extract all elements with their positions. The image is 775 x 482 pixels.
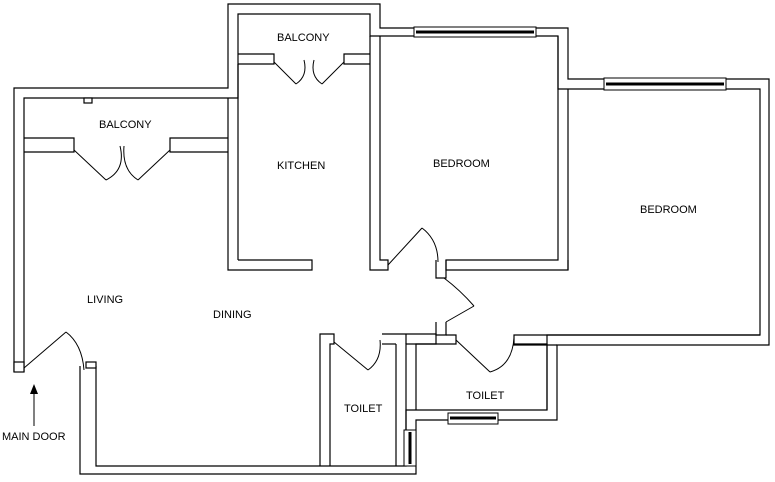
bedroom-1-door[interactable]: [387, 227, 439, 266]
room-label-bedroom-1: BEDROOM: [433, 158, 490, 170]
room-label-toilet-2: TOILET: [466, 390, 505, 402]
room-label-living: LIVING: [87, 294, 123, 306]
toilet-2-door[interactable]: [455, 337, 515, 373]
room-label-balcony-top: BALCONY: [277, 32, 330, 44]
balcony-left-door[interactable]: [73, 145, 171, 181]
room-label-kitchen: KITCHEN: [277, 160, 325, 172]
window-toilet-1: [403, 429, 417, 467]
room-label-balcony-left: BALCONY: [99, 119, 152, 131]
outer-wall: [13, 3, 770, 475]
corridor-walls: [435, 260, 760, 346]
room-label-toilet-1: TOILET: [344, 403, 383, 415]
kitchen-walls: [227, 36, 389, 271]
room-label-bedroom-2: BEDROOM: [640, 204, 697, 216]
main-door[interactable]: [13, 331, 97, 373]
bedroom-1-walls: [435, 36, 569, 279]
balcony-top-door[interactable]: [273, 59, 345, 85]
room-label-dining: DINING: [213, 309, 252, 321]
window-bedroom-1: [413, 26, 537, 38]
toilet-1-door[interactable]: [333, 339, 381, 371]
toilet-2-walls: [405, 334, 548, 410]
main-door-label: MAIN DOOR: [2, 431, 66, 443]
window-bedroom-2: [603, 77, 727, 91]
bedroom-2-door[interactable]: [443, 277, 475, 323]
balcony-left-walls: [24, 97, 228, 153]
window-toilet-2: [447, 412, 499, 425]
main-door-arrow-icon: [30, 384, 38, 426]
toilet-1-walls: [319, 333, 437, 466]
